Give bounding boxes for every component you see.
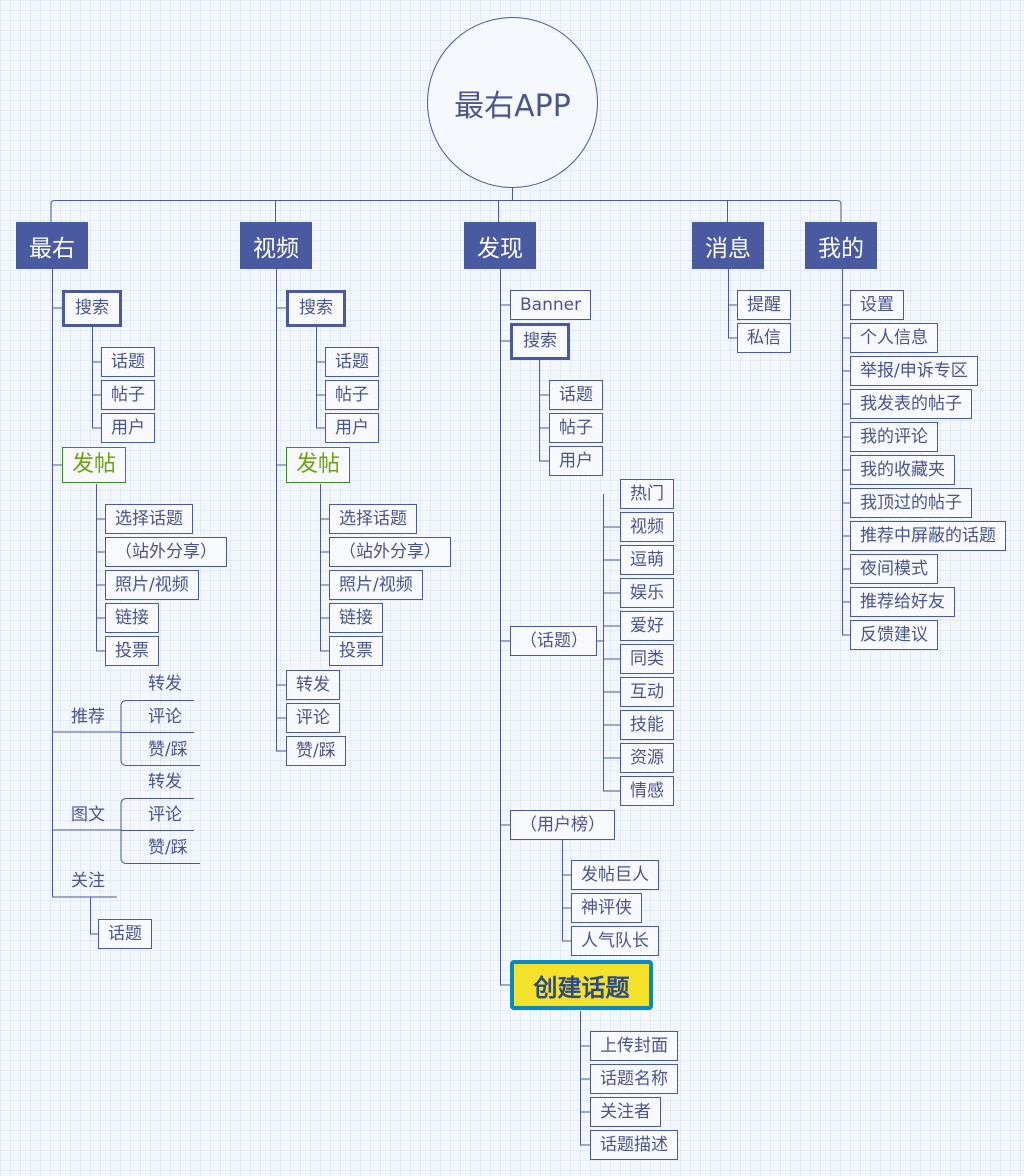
- zuiyou-search-item: 帖子: [101, 380, 155, 410]
- zuiyou-follow-node: 关注: [71, 871, 105, 891]
- discover-topic-item: 资源: [620, 743, 674, 773]
- discover-topic-item: 互动: [620, 677, 674, 707]
- mine-item: 举报/申诉专区: [850, 356, 978, 386]
- create-topic-item: 话题名称: [590, 1064, 678, 1094]
- video-post-item: 照片/视频: [329, 570, 423, 600]
- mine-item: 我发表的帖子: [850, 389, 972, 419]
- video-post-item: （站外分享）: [329, 537, 451, 567]
- discover-ranking-item: 人气队长: [571, 926, 659, 956]
- zuiyou-graphic-item: 评论: [148, 805, 182, 825]
- zuiyou-graphic-item: 转发: [148, 772, 182, 792]
- zuiyou-recommend-item: 评论: [148, 707, 182, 727]
- zuiyou-recommend-node: 推荐: [71, 707, 105, 727]
- category-zuiyou: 最右: [16, 222, 88, 269]
- zuiyou-search-node: 搜索: [62, 290, 122, 327]
- discover-banner-node: Banner: [510, 290, 592, 320]
- message-item: 提醒: [737, 290, 791, 320]
- discover-topic-item: 视频: [620, 512, 674, 542]
- zuiyou-graphic-node: 图文: [71, 805, 105, 825]
- mine-item: 反馈建议: [850, 620, 938, 650]
- category-video: 视频: [240, 222, 312, 269]
- discover-search-item: 帖子: [549, 413, 603, 443]
- zuiyou-recommend-item: 赞/踩: [148, 740, 188, 760]
- video-action-item: 评论: [286, 703, 340, 733]
- discover-topic-item: 技能: [620, 710, 674, 740]
- zuiyou-recommend-item: 转发: [148, 674, 182, 694]
- mine-item: 我的收藏夹: [850, 455, 955, 485]
- mine-item: 夜间模式: [850, 554, 938, 584]
- category-discover: 发现: [464, 222, 536, 269]
- video-post-item: 链接: [329, 603, 383, 633]
- discover-ranking-item: 神评侠: [571, 893, 642, 923]
- discover-ranking-item: 发帖巨人: [571, 860, 659, 890]
- zuiyou-post-item: 投票: [105, 636, 159, 666]
- video-post-item: 投票: [329, 636, 383, 666]
- create-topic-node: 创建话题: [510, 960, 653, 1010]
- create-topic-item: 话题描述: [590, 1130, 678, 1160]
- zuiyou-post-item: （站外分享）: [105, 537, 227, 567]
- zuiyou-post-item: 链接: [105, 603, 159, 633]
- video-search-item: 帖子: [325, 380, 379, 410]
- video-search-node: 搜索: [286, 290, 346, 327]
- discover-search-item: 话题: [549, 380, 603, 410]
- discover-topic-item: 热门: [620, 479, 674, 509]
- video-post-item: 选择话题: [329, 504, 417, 534]
- zuiyou-follow-item: 话题: [98, 919, 152, 949]
- discover-ranking-node: （用户榜）: [510, 810, 615, 840]
- mine-item: 推荐给好友: [850, 587, 955, 617]
- zuiyou-graphic-item: 赞/踩: [148, 838, 188, 858]
- video-action-item: 赞/踩: [286, 736, 346, 766]
- category-mine: 我的: [805, 222, 877, 269]
- mine-item: 设置: [850, 290, 904, 320]
- message-item: 私信: [737, 323, 791, 353]
- discover-topics-node: （话题）: [510, 626, 597, 656]
- root-node: 最右APP: [427, 17, 598, 188]
- zuiyou-search-item: 用户: [101, 413, 155, 443]
- discover-search-node: 搜索: [510, 323, 570, 360]
- create-topic-item: 关注者: [590, 1097, 661, 1127]
- create-topic-item: 上传封面: [590, 1031, 678, 1061]
- category-message: 消息: [692, 222, 764, 269]
- zuiyou-post-item: 照片/视频: [105, 570, 199, 600]
- mine-item: 个人信息: [850, 323, 938, 353]
- discover-topic-item: 情感: [620, 776, 674, 806]
- zuiyou-post-node: 发帖: [62, 447, 127, 483]
- mine-item: 我的评论: [850, 422, 938, 452]
- video-search-item: 用户: [325, 413, 379, 443]
- discover-topic-item: 爱好: [620, 611, 674, 641]
- zuiyou-search-item: 话题: [101, 347, 155, 377]
- mine-item: 我顶过的帖子: [850, 488, 972, 518]
- discover-topic-item: 逗萌: [620, 545, 674, 575]
- video-search-item: 话题: [325, 347, 379, 377]
- discover-topic-item: 同类: [620, 644, 674, 674]
- discover-search-item: 用户: [549, 446, 603, 476]
- video-action-item: 转发: [286, 670, 340, 700]
- discover-topic-item: 娱乐: [620, 578, 674, 608]
- video-post-node: 发帖: [286, 447, 351, 483]
- zuiyou-post-item: 选择话题: [105, 504, 193, 534]
- mine-item: 推荐中屏蔽的话题: [850, 521, 1006, 551]
